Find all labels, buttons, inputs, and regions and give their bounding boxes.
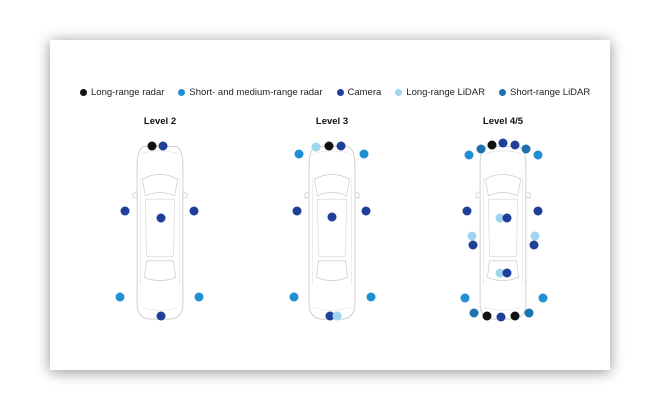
long-range-lidar-icon [311,142,321,152]
long-range-radar-icon [487,140,497,150]
camera-icon [361,206,371,216]
camera-icon [156,213,166,223]
short-medium-radar-icon [538,293,548,303]
long-range-radar-icon [80,88,87,96]
long-range-radar-icon [324,141,334,151]
camera-icon [336,88,344,96]
long-range-lidar-icon [467,231,477,241]
camera-icon [120,206,130,216]
camera-icon [498,138,508,148]
short-range-lidar-icon [521,144,531,154]
long-range-radar-icon [510,311,520,321]
short-medium-radar-icon [178,88,186,96]
level-2-title: Level 2 [143,116,177,127]
camera-icon [327,212,337,222]
level-4-5-sensors [460,138,548,322]
legend-item-short-range-lidar: Short-range LiDAR [498,86,591,98]
short-range-lidar-icon [498,88,506,96]
short-medium-radar-icon [366,292,376,302]
camera-icon [502,213,512,223]
legend-label: Long-range radar [91,86,165,98]
camera-icon [462,206,472,216]
camera-icon [336,141,346,151]
level-3-title: Level 3 [315,116,349,127]
legend-item-short-medium-radar: Short- and medium-range radar [178,86,323,98]
camera-icon [529,240,539,250]
short-range-lidar-icon [469,308,479,318]
camera-icon [533,206,543,216]
short-medium-radar-icon [294,149,304,159]
camera-icon [292,206,302,216]
car-level-2 [132,145,188,320]
legend-label: Short-range LiDAR [509,86,591,98]
long-range-lidar-icon [332,311,342,321]
legend-item-long-range-lidar: Long-range LiDAR [395,87,485,98]
short-medium-radar-icon [194,292,204,302]
legend-item-long-range-radar: Long-range radar [80,87,164,98]
short-range-lidar-icon [524,308,534,318]
car-level-3 [304,145,360,320]
short-medium-radar-icon [533,150,543,160]
camera-icon [502,268,512,278]
camera-icon [189,206,199,216]
legend-item-camera: Camera [336,86,382,98]
camera-icon [325,311,335,321]
short-medium-radar-icon [464,150,474,160]
level-3-sensors [289,141,376,321]
legend-label: Camera [347,86,382,98]
legend: Long-range radar Short- and medium-range… [80,84,600,100]
long-range-radar-icon [147,141,157,151]
level-2-sensors [115,141,204,321]
long-range-lidar-icon [495,213,505,223]
long-range-lidar-icon [395,88,403,96]
short-range-lidar-icon [476,144,486,154]
camera-icon [156,311,166,321]
long-range-lidar-icon [495,268,505,278]
level-4-5-title: Level 4/5 [482,116,524,127]
legend-label: Short- and medium-range radar [189,86,323,98]
short-medium-radar-icon [115,292,125,302]
car-level-4-5 [475,145,531,320]
short-medium-radar-icon [460,293,470,303]
long-range-radar-icon [482,311,492,321]
camera-icon [158,141,168,151]
camera-icon [510,140,520,150]
legend-label: Long-range LiDAR [406,86,485,98]
long-range-lidar-icon [530,231,540,241]
short-medium-radar-icon [289,292,299,302]
camera-icon [496,312,506,322]
short-medium-radar-icon [359,149,369,159]
camera-icon [468,240,478,250]
